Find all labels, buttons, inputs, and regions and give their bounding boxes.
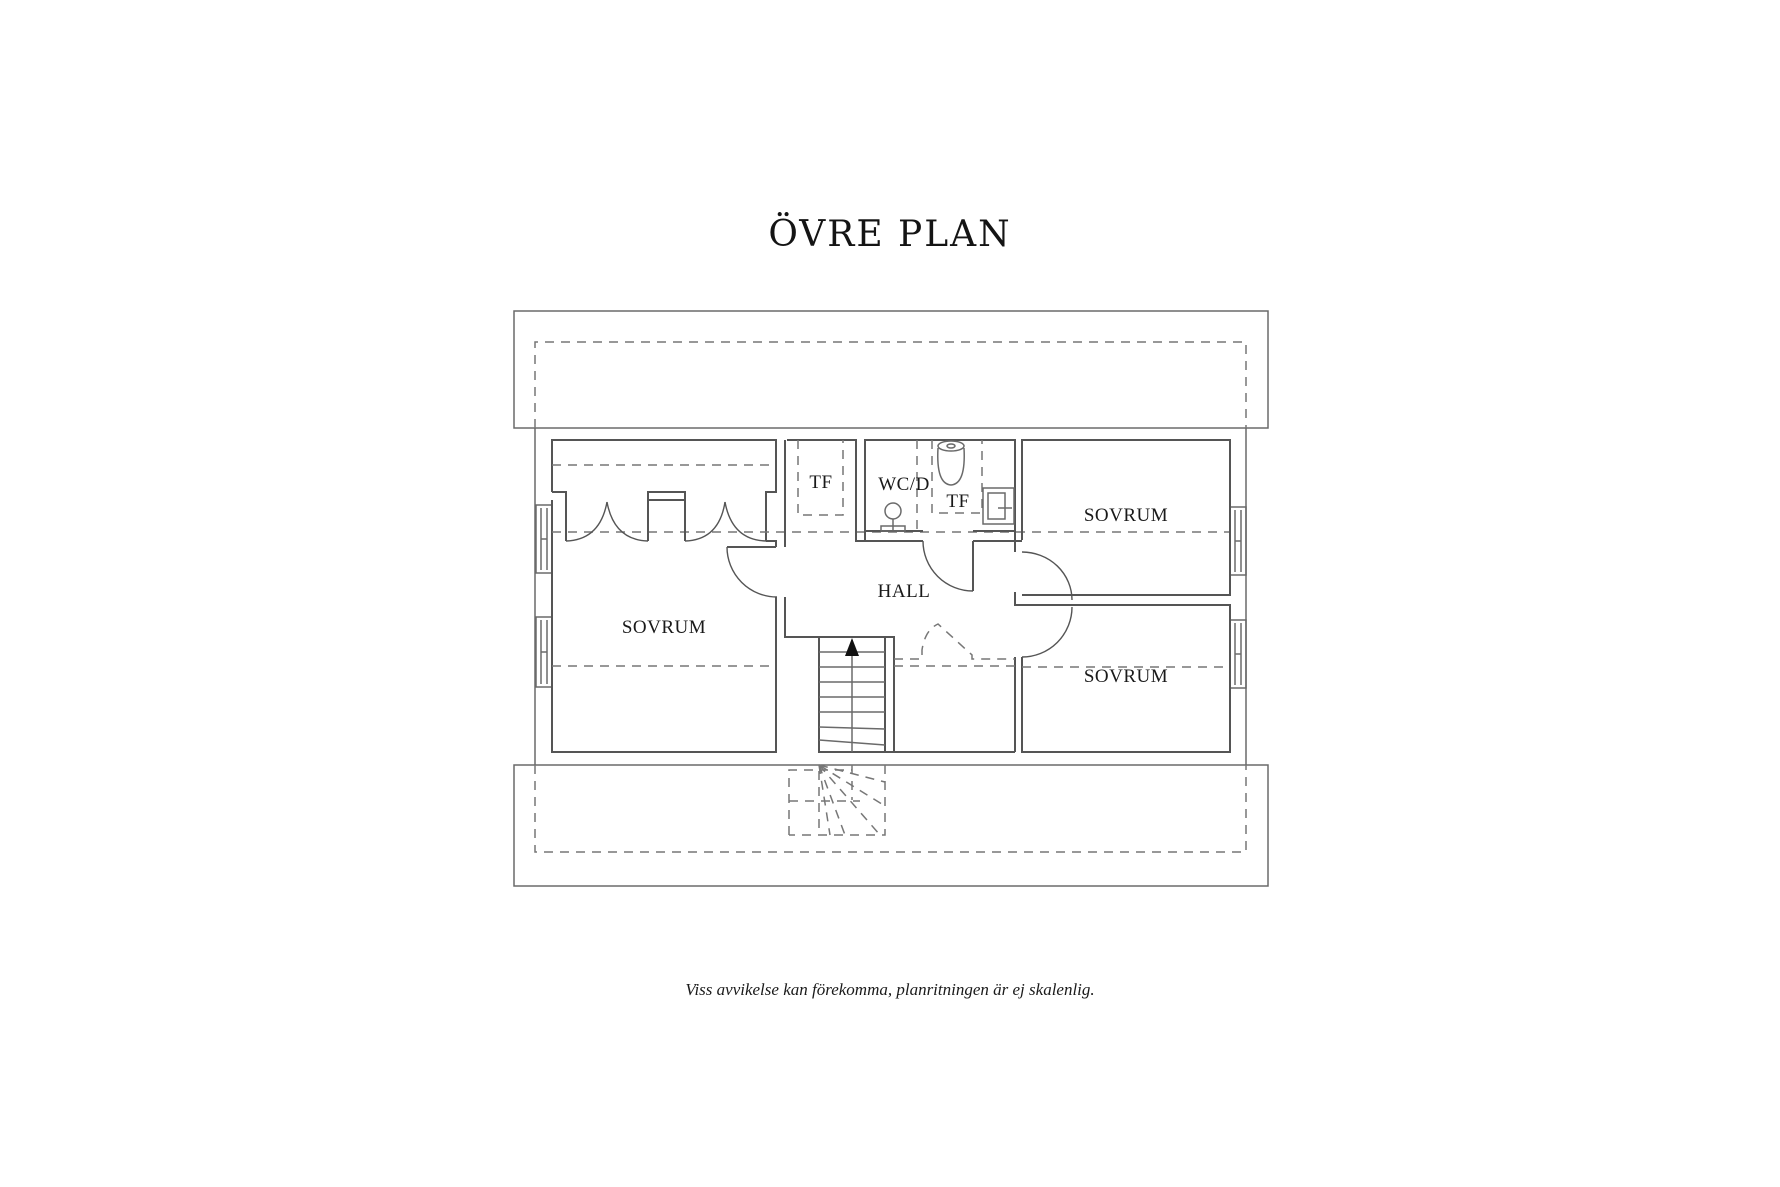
door-bedroom-left: [726, 546, 778, 598]
attic-hatch: [894, 623, 1015, 660]
wardrobe-door-4: [724, 501, 767, 542]
label-bedroom-upper-right: SOVRUM: [1084, 505, 1168, 526]
shower-icon: [880, 502, 906, 532]
hall-walls: [784, 440, 1015, 753]
roof-top: [513, 310, 1269, 429]
wardrobe-door-1: [565, 501, 608, 542]
door-bedroom-lower-right: [1021, 606, 1073, 658]
label-closet-tf: TF: [809, 472, 832, 493]
closet-tf: [787, 439, 857, 540]
up-arrow-icon: [845, 638, 859, 656]
door-bedroom-upper-right: [1021, 551, 1073, 601]
window-left-upper: [535, 504, 553, 574]
disclaimer-text: Viss avvikelse kan förekomma, planritnin…: [685, 980, 1095, 999]
bedroom-upper-right: [1014, 439, 1231, 606]
window-left-lower: [535, 616, 553, 688]
window-right-lower: [1229, 619, 1247, 689]
label-bathroom: WC/D: [878, 474, 930, 495]
plan-title: ÖVRE PLAN: [768, 214, 1012, 255]
label-hall: HALL: [878, 581, 931, 602]
door-bathroom: [922, 540, 974, 592]
label-bathroom-tf: TF: [946, 491, 969, 512]
toilet-icon: [937, 440, 965, 486]
sink-icon: [982, 487, 1015, 525]
window-right-upper: [1229, 506, 1247, 576]
label-bedroom-left: SOVRUM: [622, 617, 706, 638]
bedroom-lower-right: [1014, 604, 1231, 753]
roof-bottom: [513, 764, 1269, 887]
wardrobe-door-2: [606, 501, 649, 542]
bathroom: [855, 439, 1022, 592]
stair-winder-dashed: [788, 764, 886, 836]
stair: [788, 636, 886, 836]
wardrobe-door-3: [684, 501, 726, 542]
label-bedroom-lower-right: SOVRUM: [1084, 666, 1168, 687]
